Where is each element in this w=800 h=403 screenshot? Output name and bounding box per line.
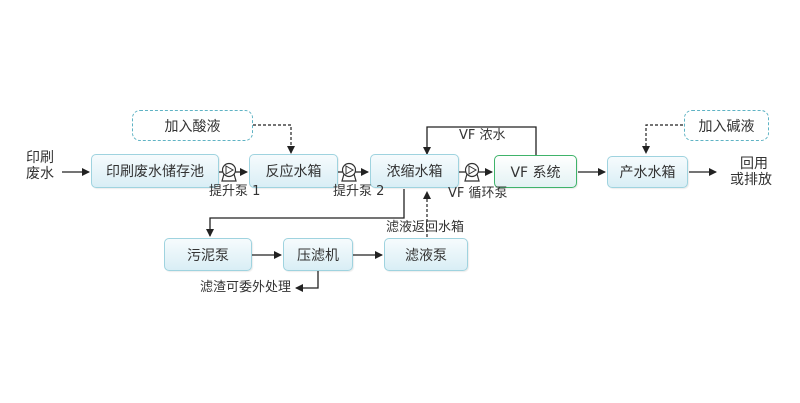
acid-dosing-label: 加入酸液: [164, 118, 221, 135]
product-tank-label: 产水水箱: [619, 165, 676, 181]
filtrate-return-label: 滤液返回水箱: [386, 220, 465, 235]
alkali-dosing-label: 加入碱液: [698, 118, 755, 135]
acid-dosing-box: 加入酸液: [132, 110, 253, 141]
vf-system-label: VF 系统: [510, 164, 561, 181]
filter-press-label: 压滤机: [297, 247, 339, 264]
pump1-label: 提升泵 1: [209, 184, 261, 199]
alkali-dosing-box: 加入碱液: [684, 110, 769, 141]
output-label-line1: 回用: [740, 156, 768, 172]
source-label-line2: 废水: [26, 166, 54, 183]
vf-system-box: VF 系统: [494, 155, 577, 188]
concentrate-tank-box: 浓缩水箱: [370, 154, 459, 188]
pump2-label: 提升泵 2: [333, 184, 385, 199]
source-label-line1: 印刷: [26, 150, 54, 166]
filtrate-pump-box: 滤液泵: [384, 238, 468, 271]
output-label-line2: 或排放: [730, 172, 772, 189]
residue-label: 滤渣可委外处理: [200, 280, 292, 295]
reaction-tank-box: 反应水箱: [249, 154, 338, 188]
output-label: 回用 或排放: [730, 156, 772, 188]
source-label: 印刷 废水: [26, 150, 54, 182]
concentrate-tank-label: 浓缩水箱: [386, 164, 443, 180]
storage-tank-box: 印刷废水储存池: [91, 154, 219, 188]
vf-pump-label: VF 循环泵: [448, 186, 508, 201]
pump-icon: [341, 162, 357, 182]
filter-press-box: 压滤机: [283, 238, 353, 271]
pump-icon: [221, 162, 237, 182]
sludge-pump-label: 污泥泵: [187, 247, 229, 264]
arrow-alkali-dosing: [642, 124, 683, 154]
arrow-concentrate-to-sludge-pump: [206, 189, 405, 237]
arrow-vf-concentrate-return: [423, 126, 537, 155]
storage-tank-label: 印刷废水储存池: [106, 164, 204, 180]
vf-concentrate-label: VF 浓水: [459, 128, 506, 143]
pump-icon: [464, 162, 480, 182]
arrow-press-to-residue: [295, 271, 319, 292]
arrow-acid-dosing: [253, 124, 295, 154]
reaction-tank-label: 反应水箱: [265, 164, 322, 180]
sludge-pump-box: 污泥泵: [164, 238, 252, 271]
product-tank-box: 产水水箱: [607, 156, 688, 188]
filtrate-pump-label: 滤液泵: [405, 247, 447, 264]
